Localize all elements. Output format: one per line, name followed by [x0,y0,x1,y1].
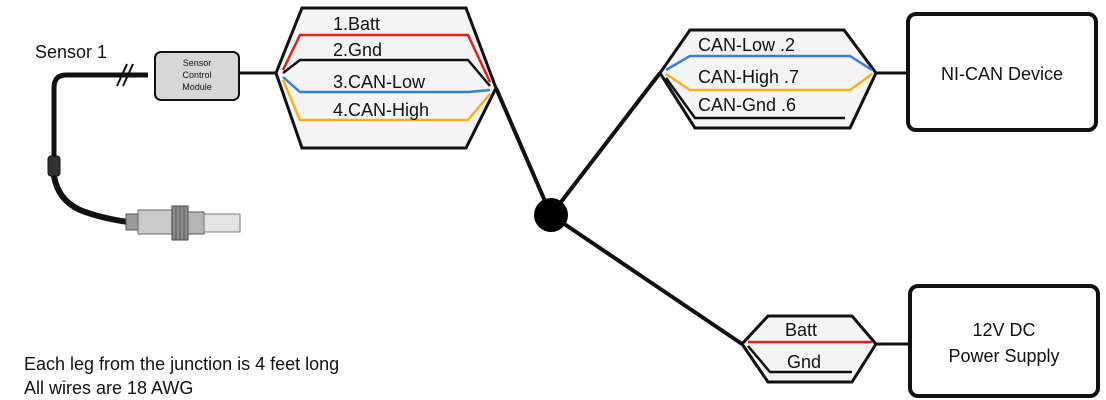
junction-node [534,198,568,232]
wire-gnd [282,58,491,87]
pin-label-can-high: 4.CAN-High [333,100,429,120]
power-supply-label-line-2: Power Supply [948,346,1059,366]
note-wire-gauge: All wires are 18 AWG [24,378,194,398]
power-supply-box: 12V DC Power Supply [908,284,1100,398]
main-connector: 1.Batt 2.Gnd 3.CAN-Low 4.CAN-High [274,6,498,150]
pin-label-batt: 1.Batt [333,14,380,34]
pin-label-can-low: 3.CAN-Low [333,72,426,92]
oxygen-sensor-probe [125,205,241,241]
pin-label-gnd-2: Gnd [787,352,821,372]
pin-label-can-high-7: CAN-High .7 [698,67,799,87]
pin-label-can-gnd-6: CAN-Gnd .6 [698,95,796,115]
power-supply-label-line-1: 12V DC [972,320,1035,340]
trunk-lines [494,71,744,346]
wire-can-low-2 [665,54,873,72]
wire-can-high [281,79,491,122]
wire-can-high-2 [665,72,873,92]
sensor-control-module: Sensor Control Module [154,51,240,101]
wire-can-gnd [664,77,845,120]
ni-can-device-label: NI-CAN Device [941,64,1063,84]
ni-can-device-box: NI-CAN Device [906,12,1098,132]
pin-label-gnd: 2.Gnd [333,40,382,60]
can-connector: CAN-Low .2 CAN-High .7 CAN-Gnd .6 [658,28,878,130]
wire-can-low [282,76,491,94]
power-connector: Batt Gnd [740,314,878,384]
module-label-line-2: Control [182,70,211,80]
sensor-label: Sensor 1 [35,42,107,62]
pin-label-can-low-2: CAN-Low .2 [698,35,795,55]
pin-label-batt-2: Batt [785,320,817,340]
module-label-line-1: Sensor [183,58,212,68]
module-label-line-3: Module [182,82,212,92]
sensor-cable [47,63,148,225]
wire-gnd-2 [747,345,852,374]
note-leg-length: Each leg from the junction is 4 feet lon… [24,354,340,374]
wire-batt [281,33,492,83]
